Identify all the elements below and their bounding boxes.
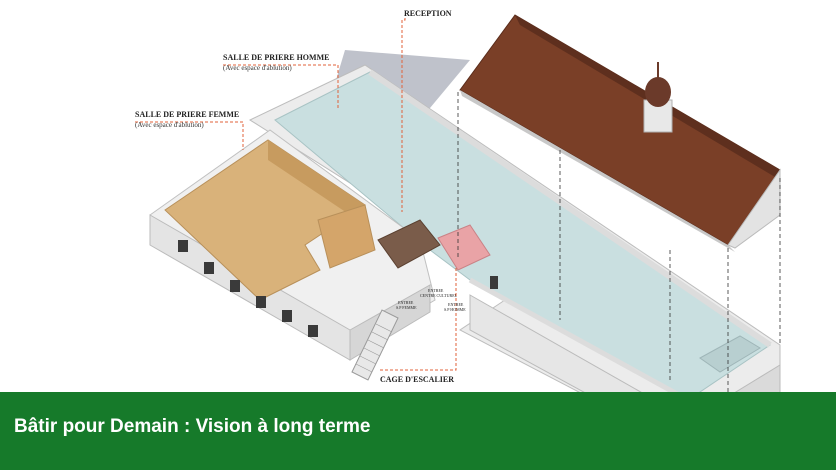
label-salle-homme-sub: (Avec espace d'ablution) — [223, 64, 292, 72]
label-salle-femme: SALLE DE PRIERE FEMME — [135, 110, 239, 119]
label-entree-femme-2: S.P FEMME — [396, 305, 417, 310]
end-room — [699, 335, 761, 373]
label-entree-femme: ENTREE — [398, 300, 414, 305]
label-cage-escalier: CAGE D'ESCALIER — [380, 375, 454, 384]
label-salle-homme: SALLE DE PRIERE HOMME — [223, 53, 329, 62]
men-hall-wall — [368, 69, 772, 348]
label-reception: RECEPTION — [404, 9, 452, 18]
women-windows — [178, 240, 318, 337]
projection-lines — [457, 92, 781, 405]
dome — [645, 77, 671, 107]
front-window — [490, 276, 498, 289]
label-salle-femme-sub: (Avec espace d'ablution) — [135, 121, 204, 129]
leader-lines — [135, 18, 457, 371]
stair-steps — [355, 323, 393, 373]
women-ablution — [317, 204, 376, 269]
title-banner: Bâtir pour Demain : Vision à long terme — [0, 392, 836, 470]
reception-room — [377, 219, 441, 269]
label-entree-homme-2: S.P HOMME — [444, 307, 466, 312]
stairs-room — [437, 224, 491, 271]
banner-title: Bâtir pour Demain : Vision à long terme — [14, 416, 371, 437]
label-entree-centre-2: CENTRE CULTUREL — [420, 293, 458, 298]
label-entree-centre: ENTREE — [428, 288, 444, 293]
women-room-wall — [268, 140, 365, 225]
roof-lower-edge — [460, 90, 735, 252]
outdoor-stairs — [351, 309, 399, 381]
men-hall-wall-2 — [468, 277, 690, 403]
label-entree-homme: ENTREE — [448, 302, 464, 307]
